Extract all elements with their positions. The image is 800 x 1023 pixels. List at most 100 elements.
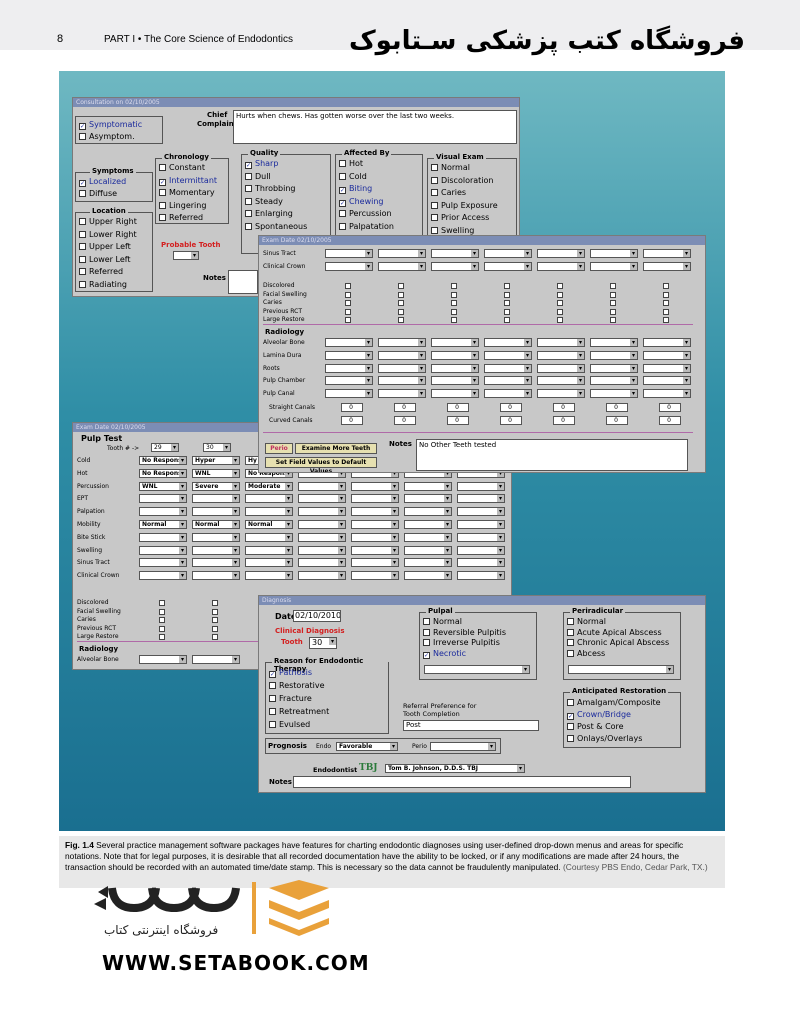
- exam-select[interactable]: [139, 655, 187, 664]
- checkbox-retreatment[interactable]: Retreatment: [269, 707, 329, 717]
- pulp-test-select[interactable]: [298, 545, 346, 555]
- exam-select[interactable]: [431, 249, 479, 258]
- exam-checkbox[interactable]: [345, 283, 351, 289]
- pulp-test-select[interactable]: [298, 558, 346, 568]
- checkbox-abcess[interactable]: Abcess: [567, 649, 605, 659]
- pulp-test-select[interactable]: [457, 532, 505, 542]
- exam-checkbox[interactable]: [212, 608, 218, 615]
- checkbox-acute-apical-abscess[interactable]: Acute Apical Abscess: [567, 628, 662, 638]
- exam-notes-field[interactable]: No Other Teeth tested: [416, 439, 688, 471]
- checkbox-cold[interactable]: Cold: [339, 172, 367, 182]
- pulp-test-select[interactable]: [351, 532, 399, 542]
- exam-select[interactable]: [590, 350, 638, 360]
- checkbox-crown-bridge[interactable]: ✓Crown/Bridge: [567, 710, 631, 720]
- pulp-test-select[interactable]: [298, 532, 346, 542]
- exam-checkbox[interactable]: [345, 291, 351, 298]
- checkbox-box[interactable]: [339, 172, 346, 180]
- exam-select[interactable]: [643, 389, 691, 399]
- exam-checkbox[interactable]: [610, 317, 616, 323]
- exam-select[interactable]: [590, 363, 638, 373]
- checkbox-box[interactable]: [159, 164, 166, 171]
- checkbox-box[interactable]: [245, 210, 252, 217]
- canal-spinner[interactable]: 0: [394, 416, 416, 425]
- checkbox-box[interactable]: [431, 214, 438, 221]
- exam-select[interactable]: [325, 376, 373, 386]
- pulp-test-select[interactable]: [192, 545, 240, 555]
- checkbox-box[interactable]: [79, 218, 86, 225]
- pulp-test-select[interactable]: [245, 507, 293, 517]
- pulp-test-select[interactable]: [245, 571, 293, 581]
- pulp-test-select[interactable]: [245, 532, 293, 542]
- exam-checkbox[interactable]: [159, 600, 165, 606]
- checkbox-box[interactable]: [269, 695, 276, 702]
- checkbox-discoloration[interactable]: Discoloration: [431, 176, 493, 186]
- checkbox-intermittant[interactable]: ✓Intermittant: [159, 176, 217, 186]
- exam-select[interactable]: [643, 262, 691, 271]
- pulp-test-select[interactable]: [457, 520, 505, 529]
- pulp-test-select[interactable]: Normal: [245, 520, 293, 529]
- pulp-test-select[interactable]: [457, 571, 505, 581]
- checkbox-box[interactable]: [567, 735, 574, 742]
- checkbox-amalgam-composite[interactable]: Amalgam/Composite: [567, 698, 661, 708]
- exam-checkbox[interactable]: [504, 283, 510, 289]
- pulp-test-select[interactable]: [192, 507, 240, 517]
- exam-checkbox[interactable]: [159, 634, 165, 640]
- pulp-test-select[interactable]: Severe: [192, 481, 240, 491]
- exam-checkbox[interactable]: [345, 300, 351, 306]
- exam-select[interactable]: [192, 655, 240, 664]
- checkbox-palpatation[interactable]: Palpatation: [339, 222, 394, 232]
- checkbox-box[interactable]: [79, 230, 86, 238]
- checkbox-chronic-apical-abscess[interactable]: Chronic Apical Abscess: [567, 638, 669, 648]
- exam-checkbox[interactable]: [398, 300, 404, 306]
- checkbox-box[interactable]: ✓: [339, 187, 346, 194]
- pulp-test-select[interactable]: [139, 558, 187, 568]
- exam-checkbox[interactable]: [557, 308, 563, 315]
- perio-button[interactable]: Perio: [265, 443, 293, 454]
- checkbox-irreverse-pulpitis[interactable]: Irreverse Pulpitis: [423, 638, 500, 648]
- exam-select[interactable]: [537, 376, 585, 386]
- exam-select[interactable]: [378, 389, 426, 399]
- checkbox-box[interactable]: [339, 222, 346, 230]
- perio-select[interactable]: [430, 742, 496, 751]
- checkbox-upper-left[interactable]: Upper Left: [79, 242, 131, 252]
- checkbox-necrotic[interactable]: ✓Necrotic: [423, 649, 466, 659]
- checkbox-biting[interactable]: ✓Biting: [339, 184, 372, 194]
- pulp-test-select[interactable]: [245, 558, 293, 568]
- exam-checkbox[interactable]: [663, 291, 669, 298]
- exam-checkbox[interactable]: [451, 291, 457, 298]
- default-values-button[interactable]: Set Field Values to Default Values: [265, 457, 377, 472]
- pulp-test-select[interactable]: [192, 494, 240, 504]
- pulp-test-select[interactable]: [139, 571, 187, 581]
- exam-select[interactable]: [431, 262, 479, 271]
- exam-select[interactable]: [484, 389, 532, 399]
- checkbox-box[interactable]: [79, 268, 86, 275]
- checkbox-box[interactable]: [269, 708, 276, 715]
- exam-select[interactable]: [325, 338, 373, 347]
- pulp-test-select[interactable]: [404, 507, 452, 517]
- exam-select[interactable]: [484, 262, 532, 271]
- checkbox-asymptom-[interactable]: Asymptom.: [79, 132, 135, 142]
- checkbox-box[interactable]: [245, 222, 252, 230]
- checkbox-box[interactable]: ✓: [567, 713, 574, 720]
- exam-select[interactable]: [537, 249, 585, 258]
- exam-select[interactable]: [537, 262, 585, 271]
- pulp-test-select[interactable]: [139, 494, 187, 504]
- exam-select[interactable]: [590, 249, 638, 258]
- checkbox-box[interactable]: [567, 723, 574, 730]
- exam-select[interactable]: [537, 350, 585, 360]
- exam-select[interactable]: [643, 249, 691, 258]
- checkbox-box[interactable]: [431, 189, 438, 196]
- pulp-test-select[interactable]: [192, 571, 240, 581]
- exam-select[interactable]: [590, 389, 638, 399]
- pulp-test-select[interactable]: Normal: [192, 520, 240, 529]
- checkbox-box[interactable]: [423, 618, 430, 625]
- pulp-test-select[interactable]: [351, 494, 399, 504]
- pulp-test-select[interactable]: No Respons: [139, 468, 187, 478]
- canal-spinner[interactable]: 0: [447, 403, 469, 412]
- checkbox-post-core[interactable]: Post & Core: [567, 722, 624, 732]
- exam-checkbox[interactable]: [504, 308, 510, 315]
- checkbox-lower-left[interactable]: Lower Left: [79, 255, 131, 265]
- pulp-test-select[interactable]: [404, 545, 452, 555]
- checkbox-box[interactable]: [269, 721, 276, 728]
- exam-checkbox[interactable]: [212, 634, 218, 640]
